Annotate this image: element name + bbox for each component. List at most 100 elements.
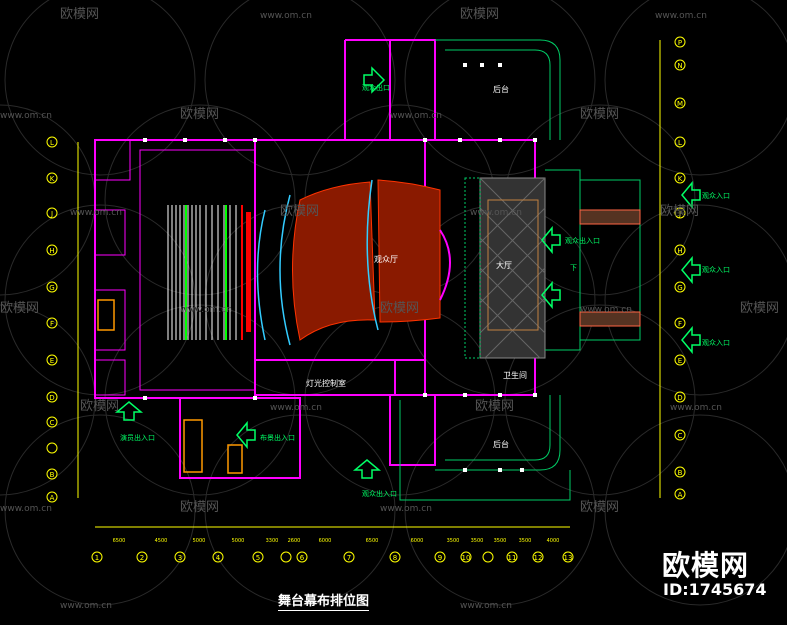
control-room-label: 灯光控制室	[306, 378, 346, 388]
watermark-brand: 欧模网	[80, 399, 119, 414]
grid-row-label: E	[50, 357, 54, 365]
watermark-url: www.om.cn	[260, 11, 312, 21]
auditorium-seating	[256, 179, 451, 346]
foyer-floor	[464, 177, 546, 359]
lobby-entrance-2-label: 观众入口	[702, 266, 730, 274]
watermark-brand: 欧模网	[180, 500, 219, 515]
grid-col-label: 9	[438, 554, 442, 562]
stage-curtains	[139, 149, 256, 391]
dimension-text: 6500	[366, 538, 379, 544]
grid-col-label: 8	[393, 554, 397, 562]
dimension-text: 3500	[519, 538, 532, 544]
grid-col-label: 6	[300, 554, 305, 562]
left-rooms	[94, 139, 131, 396]
watermark-brand: 欧模网	[60, 7, 99, 22]
grid-row-label: J	[50, 210, 53, 218]
grid-col-label: 10	[462, 554, 471, 562]
grid-row-label: L	[678, 139, 682, 147]
drawing-title: 舞台幕布排位图	[278, 590, 370, 611]
grid-row-label: P	[678, 39, 682, 47]
grid-bubbles-right	[674, 36, 686, 500]
dimension-text: 5000	[193, 538, 206, 544]
grid-row-label: D	[677, 394, 682, 402]
grid-row-label: M	[677, 100, 683, 108]
grid-col-label: 12	[534, 554, 543, 562]
watermark-url: www.om.cn	[0, 111, 52, 121]
grid-row-label: A	[50, 494, 55, 502]
watermark-id: ID:1745674	[663, 580, 767, 599]
dimension-text: 6500	[113, 538, 126, 544]
watermark-texts: 欧模网 www.om.cn 欧模网 www.om.cn 欧模网 欧模网 www.…	[0, 7, 779, 611]
scenery-entrance-label: 布景出入口	[260, 433, 295, 442]
grid-row-label: B	[678, 469, 683, 477]
grid-col-label: 11	[508, 554, 517, 562]
grid-bubbles-bottom	[91, 551, 574, 563]
dimension-text: 5000	[232, 538, 245, 544]
grid-col-label: 7	[347, 554, 351, 562]
watermark-url: www.om.cn	[70, 208, 122, 218]
room-labels: 后台 后台 大厅 观众厅 灯光控制室 卫生间	[306, 84, 527, 449]
grid-row-label: N	[677, 62, 682, 70]
toilet-label: 卫生间	[503, 370, 527, 380]
grid-row-label: G	[677, 284, 682, 292]
right-stairs	[579, 209, 641, 327]
actor-entrance-label: 演员出入口	[120, 433, 155, 442]
dimension-text: 3500	[447, 538, 460, 544]
watermark-brand: 欧模网	[740, 301, 779, 316]
audience-entrance-label: 观众出入口	[565, 236, 600, 245]
grid-col-label: 5	[256, 554, 260, 562]
watermark-url: www.om.cn	[670, 403, 722, 413]
grid-row-label: H	[677, 247, 682, 255]
grid-row-label: F	[50, 320, 54, 328]
watermark-brand: 欧模网	[580, 500, 619, 515]
watermark-brand: 欧模网	[460, 7, 499, 22]
backstage-bottom-label: 后台	[493, 439, 509, 449]
grid-row-label: C	[50, 419, 55, 427]
watermark-brand: 欧模网	[660, 204, 699, 219]
watermark-url: www.om.cn	[380, 504, 432, 514]
watermark-url: www.om.cn	[655, 11, 707, 21]
backstage-top-label: 后台	[493, 84, 509, 94]
grid-col-label: 4	[216, 554, 221, 562]
dimension-text: 3500	[471, 538, 484, 544]
grid-row-label: C	[678, 432, 683, 440]
watermark-url: www.om.cn	[580, 305, 632, 315]
grid-row-label: A	[678, 491, 683, 499]
dimension-text: 3300	[266, 538, 279, 544]
grid-row-label: L	[50, 139, 54, 147]
watermark-url: www.om.cn	[270, 403, 322, 413]
structural-columns	[143, 63, 537, 472]
direction-arrows	[114, 66, 701, 479]
watermark-brand: 欧模网	[0, 301, 39, 316]
grid-row-label: D	[49, 394, 54, 402]
watermark-brand: 欧模网	[280, 204, 319, 219]
watermark-brand: 欧模网	[380, 301, 419, 316]
drawing-title-text: 舞台幕布排位图	[278, 594, 370, 611]
grid-row-label: H	[49, 247, 54, 255]
backstage-outlines	[399, 39, 641, 501]
foyer-label: 大厅	[496, 260, 512, 270]
watermark-logo: 欧模网	[662, 549, 750, 582]
dimension-text: 6000	[319, 538, 332, 544]
dimension-labels: 6500 4500 5000 5000 3300 2600 6000 6500 …	[113, 538, 560, 544]
watermark-url: www.om.cn	[470, 208, 522, 218]
dimension-text: 6000	[411, 538, 424, 544]
dimension-text: 4500	[155, 538, 168, 544]
dimension-text: 3500	[494, 538, 507, 544]
entrance-labels: 观众出口 观众出入口 布景出入口 演员出入口 观众入口 观众入口 观众入口 观众…	[120, 83, 730, 498]
grid-row-label: F	[678, 320, 682, 328]
audience-exit-label: 观众出口	[362, 83, 390, 92]
grid-labels-left: L K J H G F E D C B A	[49, 139, 54, 502]
watermark-url: www.om.cn	[460, 601, 512, 611]
auditorium-label: 观众厅	[374, 255, 398, 264]
lobby-entrance-1-label: 观众入口	[702, 192, 730, 200]
grid-col-label: 13	[564, 554, 573, 562]
watermark-url: www.om.cn	[180, 305, 232, 315]
grid-labels-bottom: 1 2 3 4 5 6 7 8 9 10 11 12 13	[95, 554, 573, 562]
dimension-text: 2600	[288, 538, 301, 544]
watermark-url: www.om.cn	[0, 504, 52, 514]
grid-row-label: K	[678, 175, 683, 183]
watermark-url: www.om.cn	[60, 601, 112, 611]
watermark-brand: 欧模网	[180, 107, 219, 122]
